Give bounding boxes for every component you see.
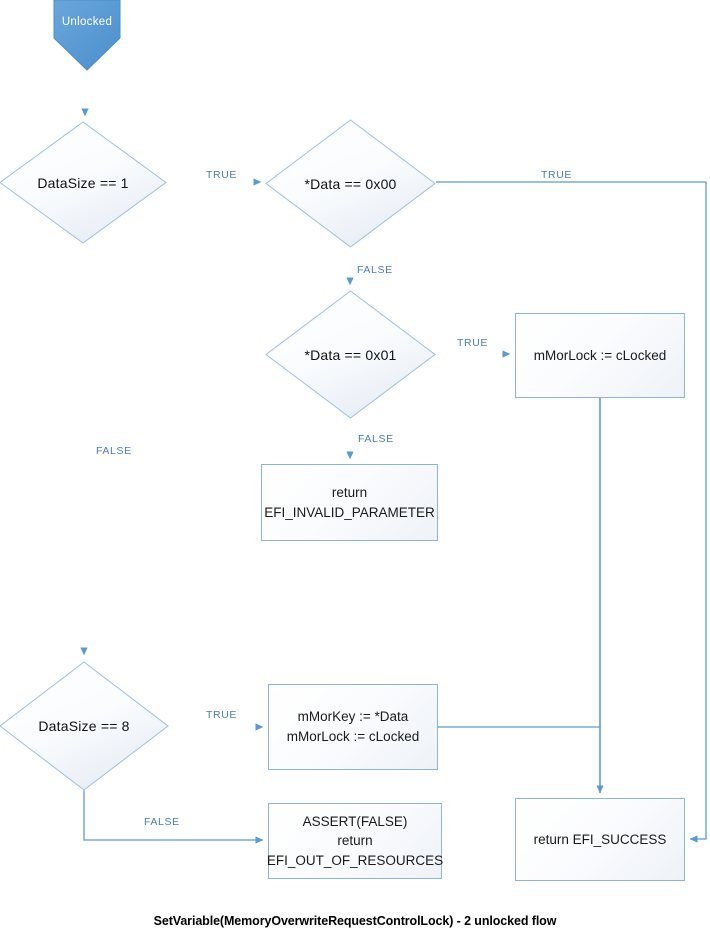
decision-label: DataSize == 8 (38, 718, 130, 734)
process-label: return EFI_INVALID_PARAMETER (264, 484, 435, 520)
process-return-success[interactable]: return EFI_SUCCESS (515, 798, 685, 881)
diamond-shape (0, 661, 169, 791)
process-mmorlock-clocked[interactable]: mMorLock := cLocked (515, 313, 685, 398)
process-return-invalid-parameter[interactable]: return EFI_INVALID_PARAMETER (261, 464, 438, 541)
process-label: ASSERT(FALSE) return EFI_OUT_OF_RESOURCE… (266, 813, 444, 868)
edge-label-datasize8-true: TRUE (206, 709, 237, 721)
decision-datasize-1[interactable]: DataSize == 1 (0, 121, 167, 244)
edge-label-data0x01-false: FALSE (358, 433, 394, 445)
diamond-shape (0, 121, 167, 244)
start-node-unlocked[interactable]: Unlocked (51, 0, 123, 72)
decision-data-0x01[interactable]: *Data == 0x01 (265, 290, 436, 419)
edge-label-data0x00-false: FALSE (357, 264, 393, 276)
edge-label-datasize1-true: TRUE (206, 169, 237, 181)
process-assert-false[interactable]: ASSERT(FALSE) return EFI_OUT_OF_RESOURCE… (267, 803, 443, 879)
edge-label-datasize1-false: FALSE (96, 445, 132, 457)
process-label: return EFI_SUCCESS (533, 831, 667, 847)
diamond-shape (265, 119, 436, 248)
process-mmorkey-assign[interactable]: mMorKey := *Data mMorLock := cLocked (268, 684, 438, 770)
edge-datasize8-false (83, 790, 264, 844)
decision-label: *Data == 0x00 (304, 175, 397, 192)
decision-data-0x00[interactable]: *Data == 0x00 (265, 119, 436, 248)
process-label: mMorKey := *Data mMorLock := cLocked (286, 709, 420, 744)
edge-label-data0x01-true: TRUE (457, 337, 488, 349)
decision-label: DataSize == 1 (37, 174, 129, 191)
diagram-caption: SetVariable(MemoryOverwriteRequestContro… (153, 914, 557, 928)
pentagon-down-icon (53, 0, 121, 71)
edge-label-data0x00-true: TRUE (541, 169, 572, 181)
edge-label-datasize8-false: FALSE (144, 816, 180, 828)
decision-datasize-8[interactable]: DataSize == 8 (0, 661, 169, 791)
decision-label: *Data == 0x01 (304, 346, 397, 363)
process-label: mMorLock := cLocked (533, 347, 667, 363)
edge-data0x00-true (436, 181, 707, 843)
diamond-shape (265, 290, 436, 419)
start-node-label: Unlocked (61, 16, 113, 28)
